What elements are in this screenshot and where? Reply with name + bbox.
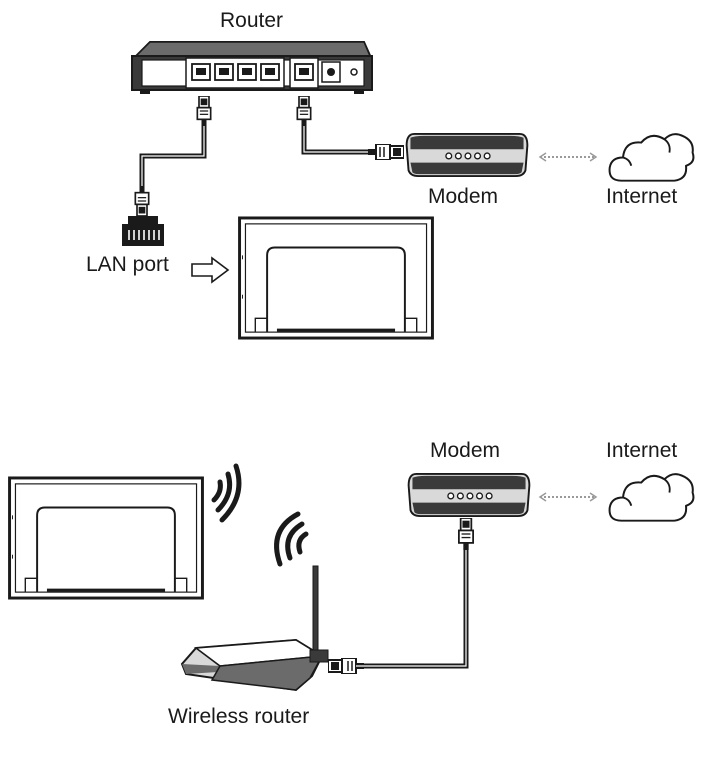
tv-back-wired (238, 216, 434, 340)
internet-cloud-icon-wireless (608, 472, 695, 522)
internet-cloud-icon-wired (608, 132, 695, 182)
wireless-wan-cable (328, 518, 474, 674)
lan-port-icon (122, 216, 164, 246)
wifi-waves-tv-icon (211, 463, 242, 523)
internet-link-wired (538, 152, 598, 162)
lan-cable (134, 96, 212, 216)
router-label: Router (220, 9, 284, 32)
modem-label-wireless: Modem (430, 439, 501, 462)
wireless-router-label: Wireless router (168, 705, 310, 728)
router-reset-button (350, 68, 358, 76)
internet-label-wired: Internet (606, 185, 678, 208)
arrow-right-icon (191, 256, 230, 284)
internet-link-wireless (538, 492, 598, 502)
wifi-waves-router-icon (274, 511, 309, 567)
modem-label-wired: Modem (428, 185, 499, 208)
lan-port-label: LAN port (86, 253, 169, 276)
modem-device-wired (405, 132, 529, 178)
router-lan-ports (191, 63, 280, 81)
wan-cable (296, 96, 404, 160)
router-device (131, 41, 373, 94)
wireless-router-device (180, 565, 329, 692)
tv-back-wireless (8, 476, 204, 600)
modem-device-wireless (407, 472, 531, 518)
internet-label-wireless: Internet (606, 439, 678, 462)
